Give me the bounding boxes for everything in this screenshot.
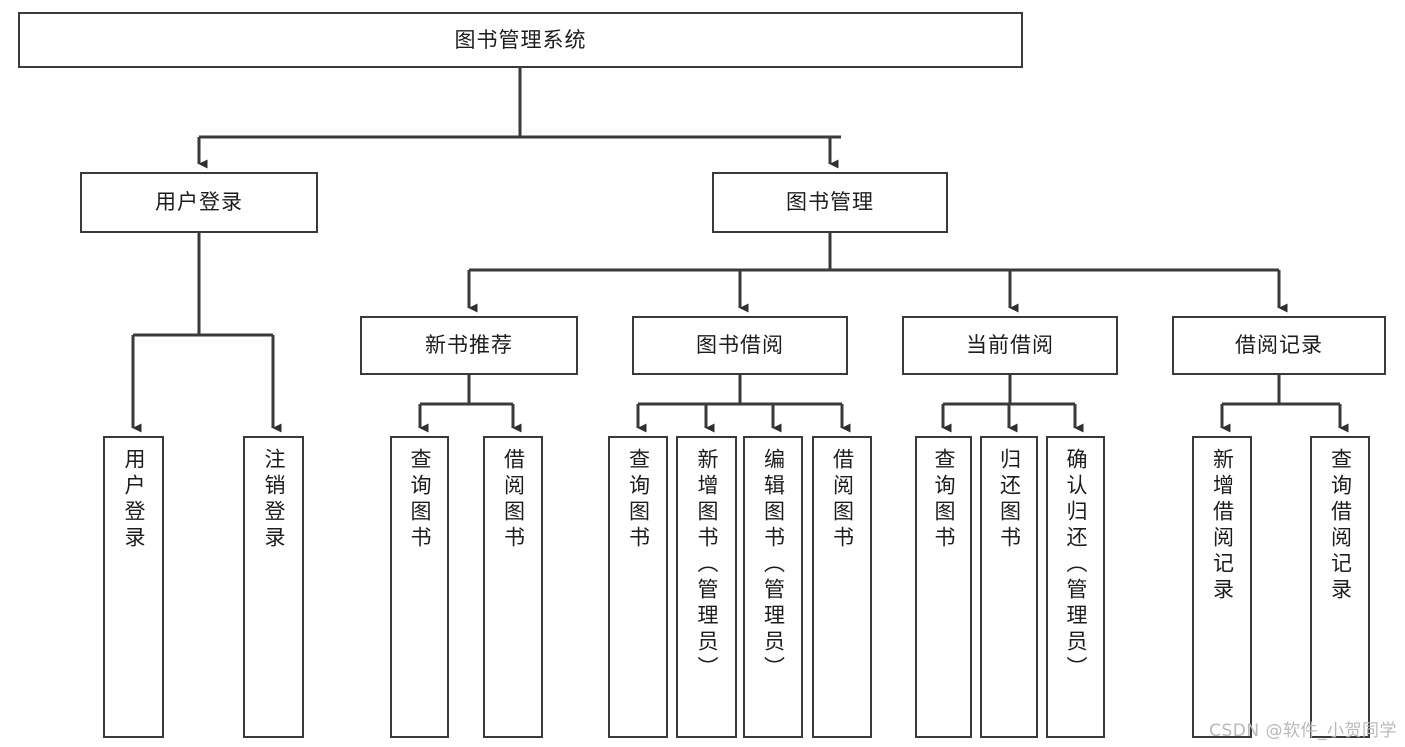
node-level2-label: 图书借阅 [696, 333, 784, 358]
node-leaf-label: 查询图书 [626, 448, 651, 552]
node-leaf-label: 用户登录 [122, 448, 146, 552]
node-leaf-label: 查询图书 [932, 448, 956, 552]
connector-root-to-level1 [197, 68, 841, 169]
node-leaf-归还图书[interactable]: 归还图书 [980, 436, 1038, 738]
node-leaf-注销登录[interactable]: 注销登录 [243, 436, 304, 738]
connector-borrow-to-leaves [636, 375, 851, 433]
node-leaf-label: 查询图书 [408, 448, 432, 552]
node-leaf-查询图书[interactable]: 查询图书 [915, 436, 972, 738]
node-leaf-label: 借阅图书 [830, 448, 855, 552]
node-leaf-用户登录[interactable]: 用户登录 [103, 436, 164, 738]
node-leaf-新增借阅记录[interactable]: 新增借阅记录 [1192, 436, 1252, 738]
node-level2-label: 借阅记录 [1235, 333, 1323, 358]
connector-userlogin-to-leaves [131, 233, 282, 433]
node-root-label: 图书管理系统 [454, 27, 587, 52]
node-level1-图书管理[interactable]: 图书管理 [712, 172, 948, 233]
node-level1-用户登录[interactable]: 用户登录 [80, 172, 318, 233]
node-leaf-查询图书[interactable]: 查询图书 [390, 436, 449, 738]
connector-bookmgmt-to-level2 [467, 233, 1288, 313]
node-level2-图书借阅[interactable]: 图书借阅 [632, 316, 848, 375]
node-leaf-label: 新增图书（管理员） [695, 448, 719, 682]
connector-newbook-to-leaves [418, 375, 522, 433]
node-level1-label: 用户登录 [155, 190, 243, 215]
node-leaf-label: 注销登录 [262, 448, 286, 552]
node-level2-借阅记录[interactable]: 借阅记录 [1172, 316, 1386, 375]
node-level1-label: 图书管理 [786, 190, 874, 215]
node-leaf-label: 确认归还（管理员） [1064, 448, 1088, 682]
node-leaf-借阅图书[interactable]: 借阅图书 [483, 436, 543, 738]
node-leaf-label: 查询借阅记录 [1328, 448, 1353, 604]
node-leaf-label: 归还图书 [997, 448, 1022, 552]
node-leaf-查询借阅记录[interactable]: 查询借阅记录 [1310, 436, 1370, 738]
node-leaf-label: 借阅图书 [501, 448, 526, 552]
node-leaf-借阅图书[interactable]: 借阅图书 [812, 436, 872, 738]
node-leaf-查询图书[interactable]: 查询图书 [608, 436, 668, 738]
connector-record-to-leaves [1220, 375, 1349, 433]
node-leaf-label: 编辑图书（管理员） [761, 448, 786, 682]
node-level2-当前借阅[interactable]: 当前借阅 [902, 316, 1118, 375]
connector-current-to-leaves [941, 375, 1084, 433]
node-level2-label: 新书推荐 [425, 333, 513, 358]
node-level2-新书推荐[interactable]: 新书推荐 [360, 316, 578, 375]
node-level2-label: 当前借阅 [966, 333, 1054, 358]
node-leaf-label: 新增借阅记录 [1210, 448, 1235, 604]
node-leaf-确认归还管理员[interactable]: 确认归还（管理员） [1046, 436, 1105, 738]
node-leaf-新增图书管理员[interactable]: 新增图书（管理员） [676, 436, 737, 738]
node-root-system[interactable]: 图书管理系统 [18, 12, 1023, 68]
node-leaf-编辑图书管理员[interactable]: 编辑图书（管理员） [743, 436, 803, 738]
